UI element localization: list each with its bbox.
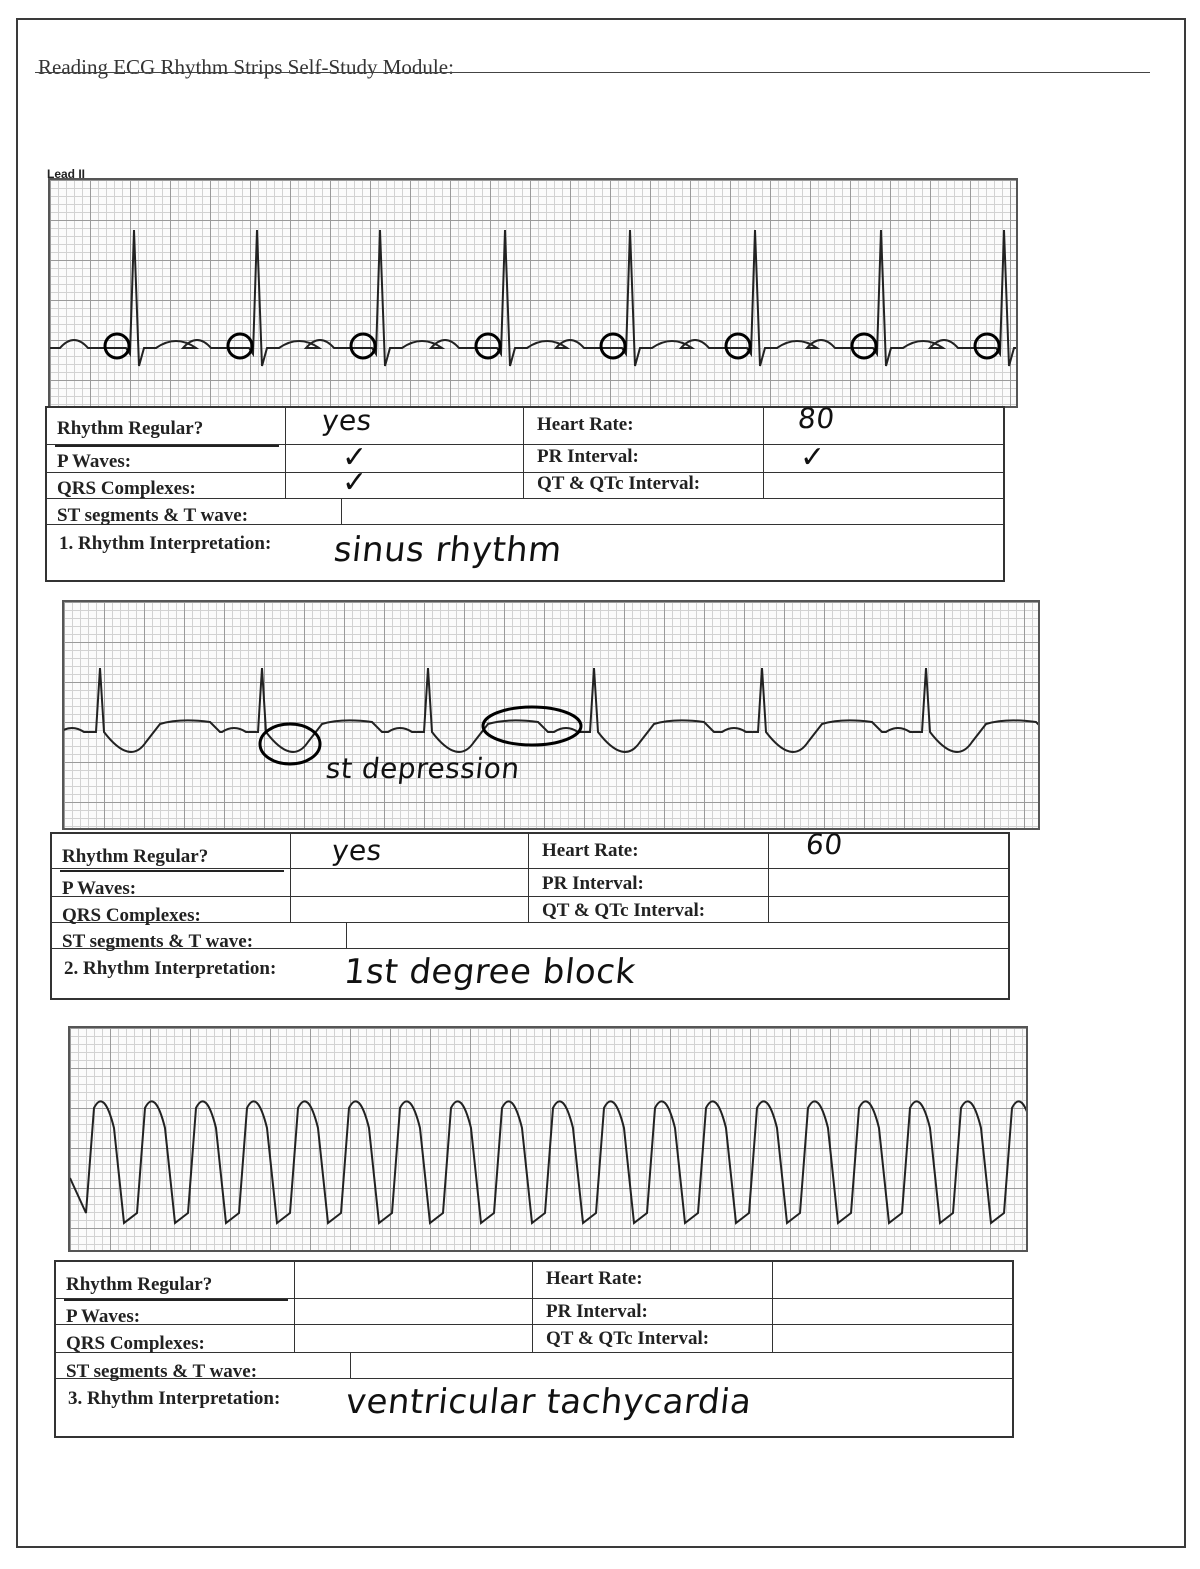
answer-rhythm-regular-2: yes	[330, 834, 384, 867]
label-pr-interval: PR Interval:	[546, 1301, 648, 1322]
label-p-waves: P Waves:	[66, 1306, 141, 1327]
p-wave-circle	[724, 332, 752, 360]
label-heart-rate: Heart Rate:	[546, 1268, 643, 1289]
rhythm-form-3: Rhythm Regular? P Waves: QRS Complexes: …	[54, 1260, 1014, 1438]
annotation-st-depression: st depression	[324, 752, 522, 785]
ecg-strip-2	[62, 600, 1040, 830]
label-st-t: ST segments & T wave:	[62, 931, 254, 952]
label-pr-interval: PR Interval:	[542, 873, 644, 894]
answer-qrs-1: ✓	[342, 465, 368, 500]
label-heart-rate: Heart Rate:	[537, 414, 634, 435]
label-qrs: QRS Complexes:	[62, 905, 201, 926]
label-rhythm-regular: Rhythm Regular?	[62, 846, 209, 867]
ecg-trace-2	[64, 667, 1038, 766]
label-interpretation: 3. Rhythm Interpretation:	[68, 1388, 281, 1409]
ecg-trace-3	[70, 1100, 1026, 1225]
answer-interpretation-2: 1st degree block	[341, 952, 638, 992]
label-rhythm-regular: Rhythm Regular?	[57, 418, 204, 439]
label-p-waves: P Waves:	[57, 451, 132, 472]
label-interpretation: 2. Rhythm Interpretation:	[64, 958, 277, 979]
label-heart-rate: Heart Rate:	[542, 840, 639, 861]
answer-heart-rate-2: 60	[804, 828, 845, 861]
label-interpretation: 1. Rhythm Interpretation:	[59, 533, 272, 554]
p-wave-circle	[599, 332, 627, 360]
rhythm-form-2: Rhythm Regular? P Waves: QRS Complexes: …	[50, 832, 1010, 1000]
answer-interpretation-3: ventricular tachycardia	[343, 1382, 754, 1422]
p-wave-circle	[474, 332, 502, 360]
answer-interpretation-1: sinus rhythm	[331, 530, 564, 570]
label-qt-qtc: QT & QTc Interval:	[537, 473, 701, 494]
title-rule	[35, 72, 1150, 73]
answer-pr-interval-1: ✓	[800, 440, 826, 475]
answer-heart-rate-1: 80	[796, 402, 837, 435]
label-qt-qtc: QT & QTc Interval:	[546, 1328, 710, 1349]
p-wave-circle	[850, 332, 878, 360]
p-wave-circle	[973, 332, 1001, 360]
answer-rhythm-regular-1: yes	[320, 404, 374, 437]
answer-p-waves-1: ✓	[342, 440, 368, 475]
label-qrs: QRS Complexes:	[66, 1333, 205, 1354]
p-wave-circle	[349, 332, 377, 360]
ecg-strip-3	[68, 1026, 1028, 1252]
document-title: Reading ECG Rhythm Strips Self-Study Mod…	[38, 55, 454, 79]
page-border	[16, 18, 1186, 1548]
rhythm-form-1: Rhythm Regular? P Waves: QRS Complexes: …	[45, 406, 1005, 582]
label-p-waves: P Waves:	[62, 878, 137, 899]
p-wave-circle	[226, 332, 254, 360]
label-st-t: ST segments & T wave:	[66, 1361, 258, 1382]
label-pr-interval: PR Interval:	[537, 446, 639, 467]
label-qrs: QRS Complexes:	[57, 478, 196, 499]
label-st-t: ST segments & T wave:	[57, 505, 249, 526]
p-wave-circle	[103, 332, 131, 360]
label-qt-qtc: QT & QTc Interval:	[542, 900, 706, 921]
lead-label: Lead II	[47, 167, 86, 181]
ecg-strip-1	[48, 178, 1018, 408]
label-rhythm-regular: Rhythm Regular?	[66, 1274, 213, 1295]
ecg-trace-1	[50, 229, 1016, 367]
